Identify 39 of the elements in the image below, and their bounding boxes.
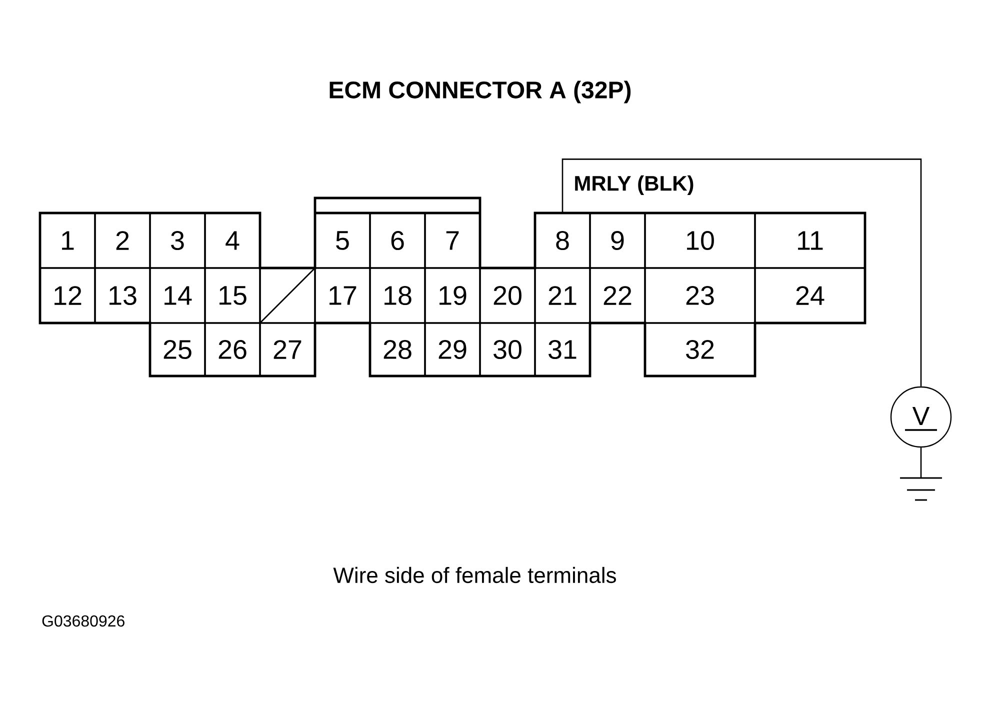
figure-number: G03680926 [42,615,124,627]
terminal-cell: 4 [204,212,261,269]
terminal-cell: 28 [369,322,426,377]
terminal-cell: 15 [204,267,261,324]
terminal-cell: 14 [149,267,206,324]
terminal-cell: 17 [314,267,371,324]
terminal-cell: 19 [424,267,481,324]
terminal-cell: 7 [424,212,481,269]
terminal-cell: 13 [94,267,151,324]
wire [920,448,922,478]
title: ECM CONNECTOR A (32P) [330,80,631,104]
terminal-cell: 31 [534,322,591,377]
terminal-cell: 22 [589,267,646,324]
blank-terminal-cell [259,267,316,324]
terminal-cell: 29 [424,322,481,377]
wire-label: MRLY (BLK) [572,174,696,196]
terminal-cell: 2 [94,212,151,269]
terminal-cell: 11 [754,212,866,269]
node-label: 1 [62,231,74,250]
terminal-cell: 12 [39,267,96,324]
terminal-cell: 26 [204,322,261,377]
terminal-cell: 24 [754,267,866,324]
terminal-cell: 10 [644,212,756,269]
terminal-cell: 21 [534,267,591,324]
terminal-cell: 9 [589,212,646,269]
terminal-cell: 23 [644,267,756,324]
node-label: 5 [336,231,349,250]
wire [562,158,922,386]
terminal-cell: 3 [149,212,206,269]
terminal-cell: 27 [259,322,316,377]
ground-symbol [899,477,943,501]
terminal-cell: 30 [479,322,536,377]
node-label: 8 [556,230,569,250]
terminal-cell: 18 [369,267,426,324]
terminal-cell: 25 [149,322,206,377]
caption: Wire side of female terminals [333,566,616,584]
terminal-cell: 20 [479,267,536,324]
terminal-cell: 6 [369,212,426,269]
terminal-cell: 32 [644,322,756,377]
